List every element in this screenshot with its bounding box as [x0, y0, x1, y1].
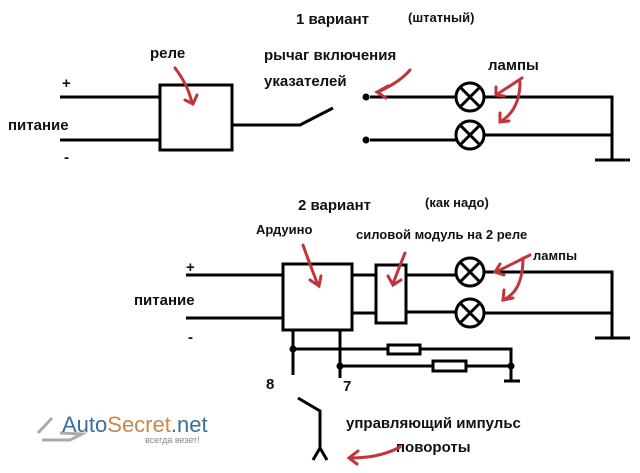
red-arrows-2	[301, 243, 532, 466]
circuit-2	[186, 256, 630, 461]
pin7-label: 7	[343, 378, 351, 395]
pin8-label: 8	[266, 376, 274, 393]
logo-part-net: .net	[171, 412, 208, 437]
lamps-label-2: лампы	[533, 248, 577, 263]
plus-2: +	[186, 259, 195, 276]
lever-label-2: указателей	[264, 73, 347, 90]
lamps-label-1: лампы	[488, 57, 539, 74]
minus-2: -	[188, 329, 193, 346]
logo-part-secret: Secret	[107, 412, 171, 437]
logo-part-auto: Auto	[62, 412, 107, 437]
lever-label-1: рычаг включения	[264, 47, 396, 64]
variant2-title: 2 вариант	[298, 197, 371, 214]
relay-label: реле	[150, 45, 185, 62]
control-label-1: управляющий импульс	[346, 415, 521, 432]
control-label-2: повороты	[396, 439, 471, 456]
variant1-title: 1 вариант	[296, 11, 369, 28]
autosecret-logo: AutoSecret.net всегда везет!	[36, 412, 208, 445]
circuit-1	[60, 81, 630, 162]
svg-text:AutoSecret.net: AutoSecret.net	[62, 412, 208, 437]
module-label: силовой модуль на 2 реле	[356, 227, 527, 242]
variant2-note: (как надо)	[425, 195, 489, 210]
minus-1: -	[64, 149, 69, 166]
power-label-2: питание	[134, 292, 195, 309]
variant1-note: (штатный)	[408, 10, 474, 25]
arduino-label: Ардуино	[256, 222, 312, 237]
logo-tagline: всегда везет!	[145, 435, 200, 445]
power-label-1: питание	[8, 117, 69, 134]
plus-1: +	[62, 75, 71, 92]
red-arrows-1	[173, 66, 524, 124]
